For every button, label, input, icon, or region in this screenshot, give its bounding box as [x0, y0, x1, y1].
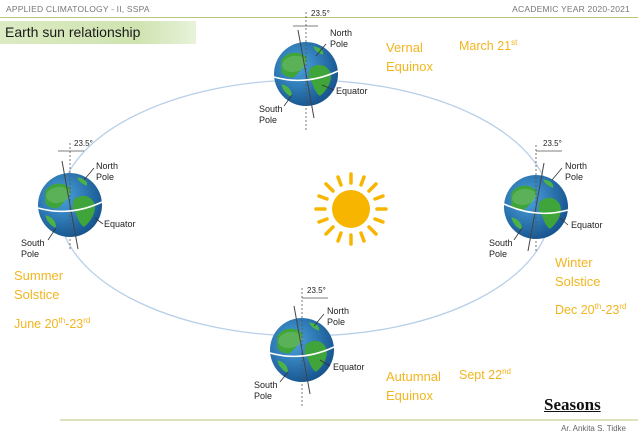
date-vernal: March 21st: [459, 38, 518, 54]
equator-label-summer: Equator: [104, 219, 136, 229]
header-course: APPLIED CLIMATOLOGY - II, SSPA: [6, 4, 150, 14]
earth-globe-vernal: [268, 12, 344, 130]
title-bar: [0, 21, 196, 44]
author-credit: Ar. Ankita S. Tidke: [561, 424, 626, 433]
tilt-angle-label-summer: 23.5°: [74, 139, 93, 148]
equator-label-winter: Equator: [571, 220, 603, 230]
equator-label-vernal: Equator: [336, 86, 368, 96]
sun-icon: [314, 172, 388, 246]
date-winter: Dec 20th-23rd: [555, 302, 627, 318]
equator-label-autumnal: Equator: [333, 362, 365, 372]
header-rule: [0, 17, 638, 18]
earth-globe-winter: [498, 145, 574, 252]
tilt-angle-label-vernal: 23.5°: [311, 9, 330, 18]
date-summer: June 20th-23rd: [14, 316, 91, 332]
earth-globe-summer: [32, 143, 108, 250]
date-autumnal: Sept 22nd: [459, 367, 511, 383]
header-academic-year: ACADEMIC YEAR 2020-2021: [512, 4, 630, 14]
tilt-angle-label-winter: 23.5°: [543, 139, 562, 148]
page-title: Earth sun relationship: [5, 24, 141, 40]
seasons-heading: Seasons: [544, 395, 601, 414]
tilt-angle-label-autumnal: 23.5°: [307, 286, 326, 295]
earth-globe-autumnal: [264, 288, 340, 406]
